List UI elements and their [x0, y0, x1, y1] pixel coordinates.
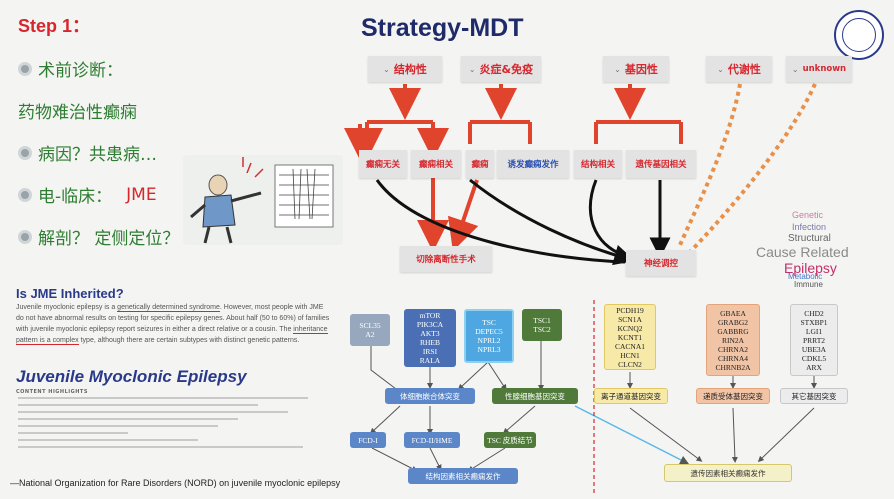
box-fcd1: FCD-I — [350, 432, 386, 448]
university-logo — [834, 10, 884, 60]
cloud-word: Structural — [788, 233, 831, 244]
node-unrelated-epilepsy: 癫痫无关 — [359, 150, 407, 178]
gear-icon — [18, 61, 32, 76]
bullet-text: 药物难治性癫痫 — [18, 103, 137, 123]
category-label: 基因性 — [624, 63, 658, 76]
myoclonus-illustration — [183, 155, 343, 245]
box-neurotransmitter-label: 递质受体基因突变 — [696, 388, 770, 404]
box-ion-channel-genes: PCDH19 SCN1A KCNQ2 KCNT1 CACNA1 HCN1 CLC… — [604, 304, 656, 370]
gear-icon — [18, 229, 32, 244]
box-tsc1-tsc2: TSC1 TSC2 — [522, 309, 562, 341]
chevron-down-icon: ⌄ — [614, 64, 621, 74]
nord-paragraph: Juvenile myoclonic epilepsy is a genetic… — [16, 302, 330, 346]
cloud-word: Metabolic — [788, 272, 823, 281]
target-neuromodulation: 神经调控 — [626, 250, 696, 276]
bullet-refractory-epilepsy: 药物难治性癫痫 — [18, 98, 137, 123]
category-label: 结构性 — [393, 63, 427, 76]
box-tsc-genes: TSC DEPEC5 NPRL2 NPRL3 — [464, 309, 514, 363]
chevron-down-icon: ⌄ — [717, 64, 724, 74]
box-other-genes: CHD2 STXBP1 LGI1 PRRT2 UBE3A CDKL5 ARX — [790, 304, 838, 376]
chevron-down-icon: ⌄ — [791, 64, 799, 74]
gear-icon — [18, 145, 32, 160]
bullet-preop-diagnosis: 术前诊断： — [18, 56, 123, 81]
nord-text: Juvenile myoclonic epilepsy is a — [16, 304, 118, 311]
cloud-word: Infection — [792, 222, 827, 232]
box-structural-seizure: 结构因素相关癫痫发作 — [408, 468, 518, 484]
node-structure-related: 结构相关 — [574, 150, 622, 178]
jme-title: Juvenile Myoclonic Epilepsy — [16, 367, 247, 386]
nord-question: Is JME Inherited? — [16, 286, 124, 301]
box-slc35a2: SCL35 A2 — [350, 314, 390, 346]
category-inflammation-immune: ⌄炎症&免疫 — [461, 56, 541, 82]
box-germline-mutation: 性腺细胞基因突变 — [492, 388, 578, 404]
box-mtor-genes: mTOR PIK3CA AKT3 RHEB IRSI RALA — [404, 309, 456, 367]
chevron-down-icon: ⌄ — [383, 64, 390, 74]
category-label: unknown — [802, 64, 847, 74]
source-footnote: —National Organization for Rare Disorder… — [10, 478, 341, 488]
nord-text: type, although there are certain subtype… — [78, 337, 300, 344]
node-epilepsy: 癫痫 — [466, 150, 494, 178]
category-label: 炎症&免疫 — [479, 63, 534, 76]
cloud-word: Immune — [794, 280, 823, 289]
node-related-epilepsy: 癫痫相关 — [411, 150, 461, 178]
node-provoked-seizure: 诱发癫痫发作 — [497, 150, 569, 178]
nord-highlight: genetically determined syndrome — [117, 304, 220, 312]
step-title: Step 1： — [18, 16, 91, 36]
box-somatic-mosaic: 体细胞嵌合体突变 — [385, 388, 475, 404]
bullet-text: 电-临床： — [38, 187, 113, 207]
bullet-anatomy: 解剖？ 定侧定位？ — [18, 224, 179, 249]
box-genetic-seizure: 遗传因素相关癫痫发作 — [664, 464, 792, 482]
box-fcd2-hme: FCD-II/HME — [404, 432, 460, 448]
slide-title: Strategy-MDT — [361, 14, 524, 42]
bullet-text: 术前诊断： — [38, 61, 123, 81]
target-resection-surgery: 切除离断性手术 — [400, 246, 492, 272]
category-structural: ⌄结构性 — [368, 56, 442, 82]
seal-icon — [842, 18, 876, 52]
gear-icon — [18, 187, 32, 202]
category-metabolic: ⌄代谢性 — [706, 56, 772, 82]
cloud-word: Genetic — [792, 210, 824, 220]
bullet-etiology: 病因？共患病… — [18, 140, 157, 165]
nord-highlight: inheritance pattern is a complex — [16, 326, 328, 345]
box-other-label: 其它基因突变 — [780, 388, 848, 404]
bullet-electro-clinical: 电-临床： JME — [18, 182, 157, 207]
box-ion-channel-label: 离子通道基因突变 — [594, 388, 668, 404]
category-genetic: ⌄基因性 — [603, 56, 669, 82]
box-tsc-tuber: TSC 皮质结节 — [484, 432, 536, 448]
node-hereditary-gene-related: 遗传基因相关 — [626, 150, 696, 178]
nord-text: . However, most people with JME do not h… — [16, 304, 330, 333]
content-highlights-header: CONTENT HIGHLIGHTS — [16, 389, 88, 395]
chevron-down-icon: ⌄ — [468, 64, 476, 74]
highlights-list — [18, 397, 318, 453]
box-neurotransmitter-genes: GBAEA GRABG2 GABBRG RIN2A CHRNA2 CHRNA4 … — [706, 304, 760, 376]
cloud-word: Cause Related — [756, 244, 849, 260]
bullet-text: 病因？共患病… — [38, 145, 157, 165]
cause-word-cloud: Genetic Infection Structural Cause Relat… — [752, 208, 880, 289]
category-unknown: ⌄unknown — [786, 56, 852, 82]
category-label: 代谢性 — [727, 63, 761, 76]
bullet-jme: JME — [126, 184, 157, 205]
cloud-word: Epilepsy — [784, 260, 837, 276]
bullet-text: 解剖？ 定侧定位？ — [38, 229, 180, 249]
